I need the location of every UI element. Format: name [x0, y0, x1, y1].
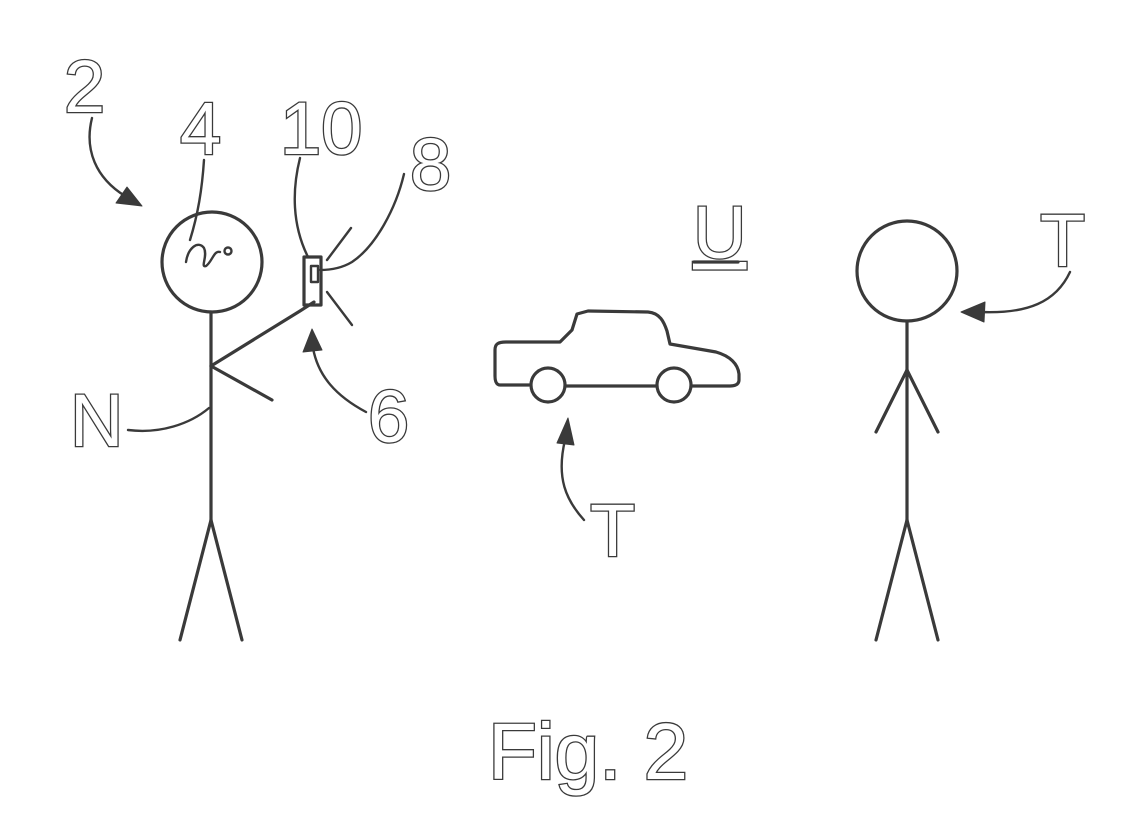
arrow-car-T-line [562, 440, 584, 520]
label-2: 2 [64, 45, 105, 128]
device-lens [311, 266, 318, 282]
leader-8 [320, 174, 404, 270]
leader-10 [295, 158, 308, 257]
leader-4 [190, 160, 204, 240]
car-front-wheel [531, 368, 565, 402]
head-device-squiggle [186, 245, 220, 266]
reference-labels: 2 4 10 8 6 N U T T [64, 45, 1085, 572]
person-left-leg [876, 520, 907, 640]
label-4: 4 [180, 87, 221, 170]
head-device-dot [225, 248, 232, 255]
car-body [495, 311, 739, 386]
view-ray-bottom [327, 292, 352, 325]
user-right-leg [211, 520, 242, 640]
user-raised-arm [211, 302, 314, 366]
person-left-arm [876, 370, 907, 432]
arrow-person-T-head [961, 302, 985, 322]
user-figure [162, 212, 314, 640]
user-left-leg [180, 520, 211, 640]
label-10: 10 [280, 87, 362, 170]
car-target [495, 311, 739, 402]
person-right-leg [907, 520, 938, 640]
person-head [857, 221, 957, 321]
arrow-6-head [303, 329, 322, 352]
label-N: N [70, 379, 123, 462]
arrow-car-T-head [557, 418, 574, 445]
user-lower-arm [211, 366, 272, 400]
arrow-6-line [313, 348, 366, 412]
leader-N [128, 408, 209, 431]
label-8: 8 [410, 123, 451, 206]
user-head [162, 212, 262, 312]
label-T-person: T [1040, 199, 1085, 282]
person-target [857, 221, 957, 640]
car-rear-wheel [657, 368, 691, 402]
view-ray-top [327, 228, 351, 260]
person-right-arm [907, 370, 938, 432]
arrow-2-head [116, 187, 142, 206]
label-6: 6 [368, 375, 409, 458]
handheld-device [304, 228, 352, 325]
label-T-car: T [590, 489, 635, 572]
arrow-2-line [90, 118, 125, 196]
figure-caption: Fig. 2 [488, 707, 688, 796]
